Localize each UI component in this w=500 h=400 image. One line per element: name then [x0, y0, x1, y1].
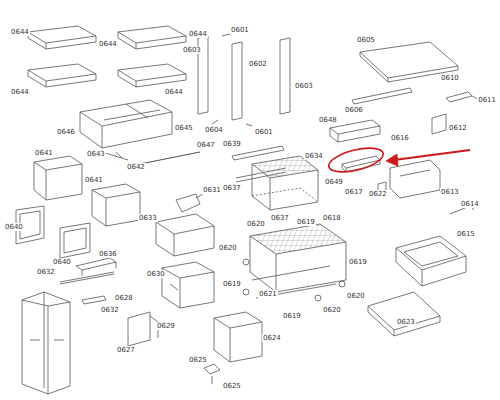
callout-number: 0630: [146, 270, 166, 278]
callout-number: 0618: [322, 214, 342, 222]
callout-number: 0602: [248, 60, 268, 68]
callout-number: 0632: [100, 306, 120, 314]
callout-number: 0637: [270, 214, 290, 222]
callout-number: 0620: [246, 220, 266, 228]
callout-number: 0641: [34, 149, 54, 157]
callout-number: 0639: [222, 140, 242, 148]
callout-number: 0640: [4, 223, 24, 231]
callout-number: 0613: [440, 188, 460, 196]
callout-number: 0610: [440, 74, 460, 82]
callout-number: 0629: [156, 322, 176, 330]
callout-number: 0612: [448, 124, 468, 132]
callout-number: 0620: [322, 306, 342, 314]
callout-number: 0649: [324, 178, 344, 186]
callout-number: 0603: [182, 46, 202, 54]
callout-number: 0622: [368, 190, 388, 198]
callout-number: 0616: [390, 134, 410, 142]
callout-number: 0619: [282, 312, 302, 320]
callout-number: 0617: [344, 188, 364, 196]
callout-number: 0640: [52, 258, 72, 266]
callout-number: 0621: [258, 290, 278, 298]
callout-number: 0619: [296, 218, 316, 226]
callout-number: 0633: [138, 214, 158, 222]
callout-number: 0628: [114, 294, 134, 302]
callout-number: 0645: [174, 124, 194, 132]
callout-number: 0625: [188, 356, 208, 364]
callout-number: 0611: [477, 96, 497, 104]
callout-number: 0614: [460, 200, 480, 208]
callout-number: 0637: [222, 184, 242, 192]
callout-number: 0601: [254, 128, 274, 136]
callout-number: 0648: [318, 116, 338, 124]
callout-number: 0631: [202, 186, 222, 194]
callout-number: 0644: [10, 28, 30, 36]
callout-number: 0620: [346, 292, 366, 300]
callout-number: 0624: [262, 334, 282, 342]
callout-number: 0644: [98, 40, 118, 48]
callout-number: 0605: [356, 36, 376, 44]
callout-number: 0615: [456, 230, 476, 238]
callout-number: 0644: [188, 30, 208, 38]
callout-number: 0627: [116, 346, 136, 354]
callout-number: 0619: [222, 280, 242, 288]
callout-number: 0606: [344, 106, 364, 114]
callout-number: 0643: [86, 150, 106, 158]
callout-number: 0647: [196, 141, 216, 149]
callout-number: 0644: [164, 88, 184, 96]
callout-number: 0619: [348, 258, 368, 266]
callout-number: 0641: [84, 176, 104, 184]
callout-number: 0636: [98, 250, 118, 258]
callout-number: 0604: [204, 126, 224, 134]
callout-number: 0646: [56, 128, 76, 136]
callout-number: 0620: [218, 244, 238, 252]
callout-number: 0603: [294, 82, 314, 90]
callout-number: 0644: [10, 88, 30, 96]
callout-number: 0623: [396, 318, 416, 326]
callout-number: 0642: [126, 163, 146, 171]
callout-number: 0625: [222, 382, 242, 390]
callout-number: 0634: [304, 152, 324, 160]
callout-number: 0601: [230, 26, 250, 34]
callout-number: 0632: [36, 268, 56, 276]
